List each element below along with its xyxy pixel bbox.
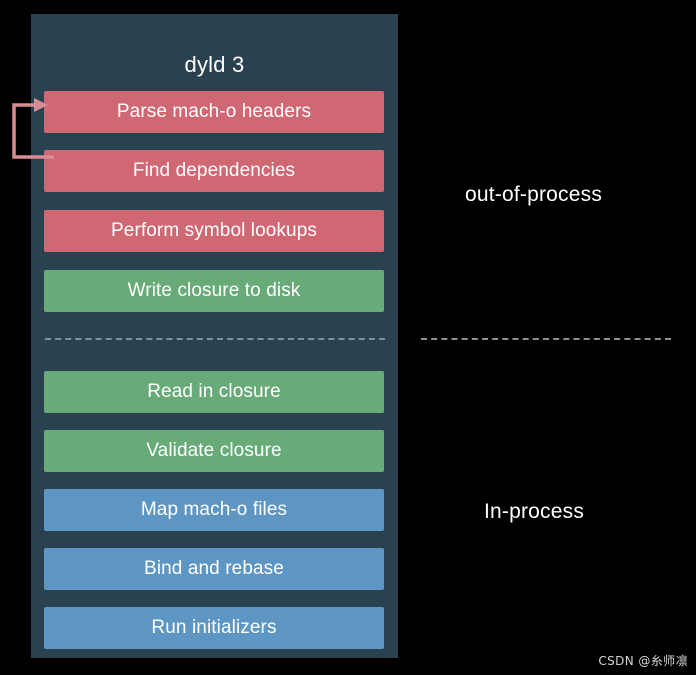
stage-label: Read in closure [147,381,281,402]
stage-box-read-in-closure[interactable]: Read in closure [44,371,384,413]
stage-label: Perform symbol lookups [111,220,317,241]
stage-label: Parse mach-o headers [116,101,312,122]
stage-box-find-dependencies[interactable]: Find dependencies [44,150,384,192]
stage-label: Map mach-o files [140,499,288,520]
stage-label: Validate closure [146,440,282,461]
stage-box-map-mach-o-files[interactable]: Map mach-o files [44,489,384,531]
group-label-in-process: In-process [484,500,585,523]
stage-box-perform-symbol-lookups[interactable]: Perform symbol lookups [44,210,384,252]
stage-label: Find dependencies [132,160,296,181]
stage-box-validate-closure[interactable]: Validate closure [44,430,384,472]
stage-box-run-initializers[interactable]: Run initializers [44,607,384,649]
panel-section-divider [45,338,385,340]
page-title: dyld 3 [184,52,245,77]
stage-box-bind-and-rebase[interactable]: Bind and rebase [44,548,384,590]
stage-label: Bind and rebase [144,558,284,579]
watermark: CSDN @糸师凛 [598,654,688,668]
stage-label: Write closure to disk [127,280,301,301]
stage-box-parse-mach-o-headers[interactable]: Parse mach-o headers [44,91,384,133]
group-label-out-of-process: out-of-process [465,183,603,206]
stage-box-write-closure-to-disk[interactable]: Write closure to disk [44,270,384,312]
stage-label: Run initializers [151,617,277,638]
dyld-pipeline-panel: dyld 3 Parse mach-o headers Find depende… [31,14,398,658]
outer-section-divider [421,338,671,340]
